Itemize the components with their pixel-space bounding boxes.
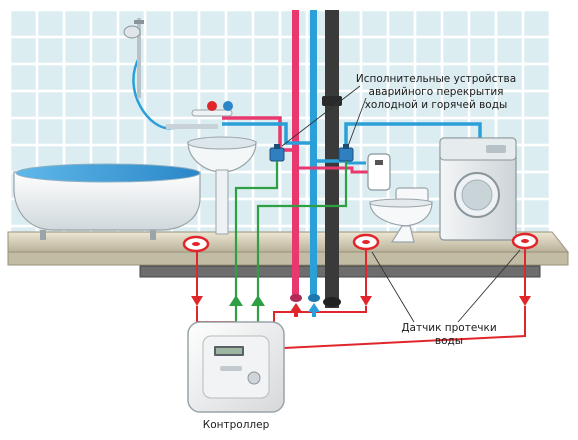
floor-edge <box>7 251 569 266</box>
sensor-label-line2: воды <box>435 335 463 347</box>
cold-water-riser <box>310 10 317 300</box>
controller-label: Контроллер <box>203 419 270 431</box>
riser-outlets <box>290 294 302 302</box>
leader-actuators <box>281 85 361 147</box>
hot-water-line <box>222 116 299 152</box>
hot-water-riser <box>292 10 299 300</box>
control-line-cold <box>256 161 348 298</box>
arrow-up-icon <box>290 303 302 312</box>
cold-water-line <box>222 122 310 145</box>
alarm-link-washer <box>283 306 526 349</box>
sewer-riser-joint <box>322 96 342 106</box>
sink-icon <box>187 136 257 235</box>
arrow-up-icon <box>308 303 320 312</box>
actuators-label-line2: аварийного перекрытия <box>369 86 504 98</box>
leak-sensor-icon <box>352 233 380 251</box>
actuators-label-line1: Исполнительные устройства <box>356 73 516 85</box>
tap-icon <box>166 101 233 129</box>
cold-water-line-right <box>317 122 482 163</box>
toilet-icon <box>369 187 433 243</box>
alarm-link-right <box>273 306 367 331</box>
hot-water-line-right <box>299 166 372 174</box>
bathtub-icon <box>13 163 201 240</box>
arrow-down-icon <box>191 296 203 306</box>
control-line-hot <box>234 161 279 298</box>
controller-icon <box>187 321 285 413</box>
leader-sensor <box>371 251 415 323</box>
leak-sensor-icon <box>182 235 210 253</box>
washing-machine-icon <box>439 137 517 241</box>
sensor-label-line1: Датчик протечки <box>401 322 496 334</box>
leak-sensor-icon <box>511 232 539 250</box>
boiler-icon <box>367 153 391 191</box>
alarm-link-left <box>196 306 236 323</box>
arrow-up-icon <box>251 295 265 306</box>
underfloor-drain-pipe <box>139 265 541 278</box>
arrow-up-icon <box>229 295 243 306</box>
sewer-riser <box>325 10 339 308</box>
arrow-down-icon <box>519 296 531 306</box>
arrow-down-icon <box>360 296 372 306</box>
shower-icon <box>123 18 144 98</box>
actuators-label-line3: холодной и горячей воды <box>365 99 508 111</box>
